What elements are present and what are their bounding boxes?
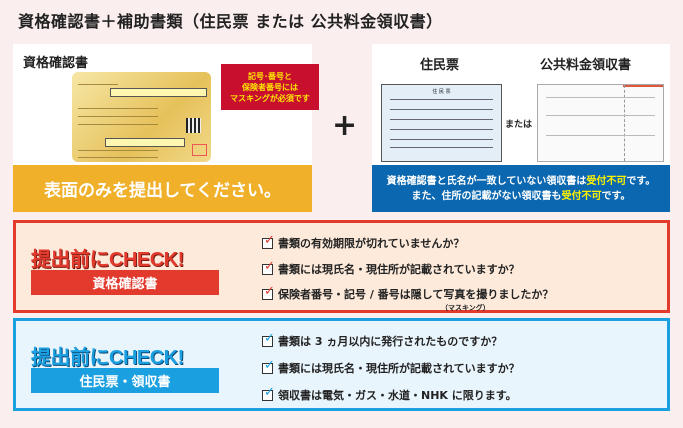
notice-line-2: また、住所の記載がない領収書も受付不可です。 [412, 189, 631, 204]
checklist-supporting-docs: 提出前にCHECK! 住民票・領収書 ✓書類は 3 ヵ月以内に発行されたものです… [13, 318, 670, 411]
checkbox-checked-icon: ✓ [262, 232, 275, 249]
checklist-item: ✓領収書は電気・ガス・水道・NHK に限ります。 [262, 384, 517, 403]
or-label: または [505, 120, 533, 130]
checkbox-checked-icon: ✓ [262, 330, 275, 347]
callout-line: マスキングが必須です [230, 93, 310, 103]
highlight-text: 受付不可 [586, 175, 627, 187]
checkbox-checked-icon: ✓ [262, 384, 275, 401]
masking-note: （マスキング） [441, 304, 490, 312]
stamp-icon [192, 144, 207, 156]
checklist-item: ✓書類は 3 ヵ月以内に発行されたものですか？ [262, 330, 503, 349]
notice-text: です。 [601, 190, 631, 202]
checklist-tag: 資格確認書 [31, 270, 219, 295]
masked-field [110, 88, 207, 97]
checklist-tag: 住民票・領収書 [31, 368, 219, 393]
juminhyo-image: 住 民 票 [381, 84, 502, 162]
rejection-notice: 資格確認書と氏名が一致していない領収書は受付不可です。 また、住所の記載がない領… [372, 165, 670, 212]
front-only-notice: 表面のみを提出してください。 [13, 165, 312, 212]
callout-line: 保険者番号には [241, 82, 298, 92]
supporting-docs-panel: 住民票 公共料金領収書 住 民 票 または 資格確認書と氏名が一致していない領収… [372, 44, 670, 212]
item-text: 書類には現氏名・現住所が記載されていますか？ [278, 362, 520, 375]
checklist-item: ✓書類には現氏名・現住所が記載されていますか？ [262, 357, 520, 376]
masking-callout: 記号･番号と 保険者番号には マスキングが必須です [221, 64, 319, 110]
item-text: 書類は 3 ヵ月以内に発行されたものですか？ [278, 335, 503, 348]
notice-text: 表面のみを提出してください。 [44, 181, 281, 201]
item-text: 保険者番号・記号 / 番号は隠して写真を撮りましたか？ [278, 288, 554, 301]
insurance-card-image [72, 72, 211, 162]
notice-text: また、住所の記載がない領収書も [411, 190, 562, 202]
checklist-item: ✓書類には現氏名・現住所が記載されていますか？ [262, 258, 520, 277]
utility-receipt-image [537, 84, 664, 162]
qr-code-icon [186, 118, 201, 133]
notice-line-1: 資格確認書と氏名が一致していない領収書は受付不可です。 [387, 174, 656, 189]
notice-text: です。 [626, 175, 656, 187]
checkbox-checked-icon: ✓ [262, 357, 275, 374]
doc-title: 住 民 票 [432, 89, 451, 95]
juminhyo-label: 住民票 [420, 58, 460, 73]
checkbox-checked-icon: ✓ [262, 258, 275, 275]
notice-text: 資格確認書と氏名が一致していない領収書は [386, 175, 587, 187]
page-title: 資格確認書＋補助書類（住民票 または 公共料金領収書） [18, 12, 443, 31]
insurance-card-panel: 資格確認書 記号･番号と 保険者番号には マスキングが必須です 表面のみを提出し… [13, 44, 319, 212]
callout-line: 記号･番号と [247, 71, 292, 81]
item-text: 書類には現氏名・現住所が記載されていますか？ [278, 263, 520, 276]
receipt-label: 公共料金領収書 [540, 58, 632, 73]
plus-icon: + [332, 108, 358, 143]
checklist-insurance-card: 提出前にCHECK! 資格確認書 ✓書類の有効期限が切れていませんか？ ✓書類に… [13, 220, 670, 313]
highlight-text: 受付不可 [561, 190, 602, 202]
check-logo: 提出前にCHECK! [31, 347, 184, 369]
item-text: 書類の有効期限が切れていませんか？ [278, 237, 465, 250]
check-logo: 提出前にCHECK! [31, 249, 184, 271]
checklist-item: ✓書類の有効期限が切れていませんか？ [262, 232, 465, 251]
panel-label: 資格確認書 [23, 56, 89, 71]
item-text: 領収書は電気・ガス・水道・NHK に限ります。 [278, 389, 517, 402]
checklist-item: ✓保険者番号・記号 / 番号は隠して写真を撮りましたか？ [262, 283, 554, 302]
masked-field [105, 138, 185, 147]
checkbox-checked-icon: ✓ [262, 283, 275, 300]
